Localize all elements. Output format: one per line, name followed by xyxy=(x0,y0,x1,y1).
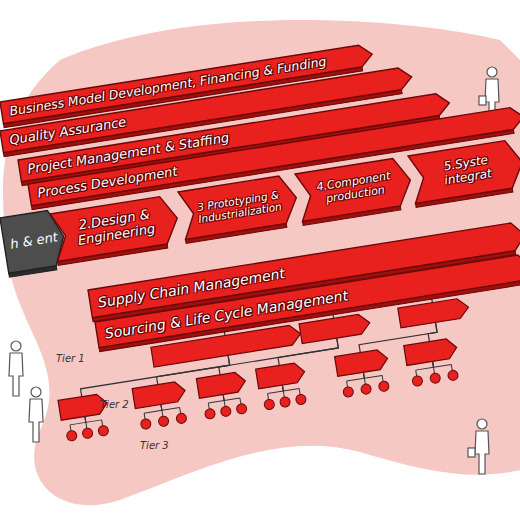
tier-line xyxy=(162,408,180,411)
tier3-circle xyxy=(82,428,93,439)
tier-label: Tier 2 xyxy=(100,399,129,410)
tier3-circle xyxy=(430,372,441,383)
tier-line xyxy=(84,416,86,422)
tier2-box xyxy=(132,381,186,409)
tier-line xyxy=(179,408,181,414)
tier-line xyxy=(224,398,240,401)
shape-face xyxy=(178,174,300,240)
tier-line xyxy=(160,404,162,410)
tier-line xyxy=(283,391,285,397)
tier-line xyxy=(346,381,348,387)
tier-line xyxy=(364,378,366,384)
shape-face xyxy=(295,156,414,221)
person-figure xyxy=(9,341,23,396)
tier3-circle xyxy=(343,386,354,397)
tier-line xyxy=(84,416,86,422)
tier3-circle xyxy=(236,403,247,414)
tier3-circle xyxy=(98,425,109,436)
tier-label: Tier 3 xyxy=(140,440,169,451)
tier-line xyxy=(416,367,434,370)
shape-face xyxy=(408,138,520,203)
tier3-circle xyxy=(66,430,77,441)
tier-line xyxy=(283,389,299,392)
tier-line xyxy=(160,404,162,410)
tier-line xyxy=(239,398,241,404)
tier-line xyxy=(427,322,439,341)
tier-line xyxy=(363,372,365,378)
tier-line xyxy=(382,375,384,381)
shape-face xyxy=(95,253,520,348)
tier3-circle xyxy=(279,396,290,407)
tier-line xyxy=(276,338,339,365)
tier-line xyxy=(432,361,434,367)
tier-line xyxy=(363,372,365,378)
tier-line xyxy=(86,420,102,423)
tier-line xyxy=(223,395,225,401)
tier-line xyxy=(434,364,452,367)
tier3-circle xyxy=(360,383,371,394)
tier-line xyxy=(282,385,284,391)
tier-line xyxy=(223,395,225,401)
tier-line xyxy=(267,394,269,400)
tier3-circle xyxy=(176,413,187,424)
tier3-circle xyxy=(204,408,215,419)
tier-line xyxy=(282,385,284,391)
tier-line xyxy=(101,420,103,426)
tier3-circle xyxy=(264,399,275,410)
tier-line xyxy=(433,367,435,373)
tier-line xyxy=(268,391,284,394)
tier-line xyxy=(432,361,434,367)
tier-line xyxy=(363,372,365,378)
tier-line xyxy=(347,378,365,381)
tier-line xyxy=(415,370,417,376)
tier3-circle xyxy=(447,370,458,381)
tier-line xyxy=(70,425,72,431)
tier2-box xyxy=(256,362,307,389)
tier2-box xyxy=(335,349,389,377)
tier2-box xyxy=(404,338,458,366)
tier2-box xyxy=(196,371,247,398)
tier-line xyxy=(160,404,162,410)
tier-line xyxy=(70,422,86,425)
tier-line xyxy=(223,395,225,401)
tier-line xyxy=(432,361,434,367)
tier3-circle xyxy=(158,415,169,426)
tier3-circle xyxy=(295,394,306,405)
tier-line xyxy=(451,364,453,370)
tier3-circle xyxy=(220,406,231,417)
tier-label: Tier 1 xyxy=(56,353,85,364)
tier-line xyxy=(364,375,382,378)
tier-line xyxy=(208,400,224,403)
tier-line xyxy=(85,422,87,428)
tier-line xyxy=(144,413,146,419)
tier-line xyxy=(224,400,226,406)
person-figure xyxy=(468,419,489,474)
tier3-circle xyxy=(412,375,423,386)
tier-line xyxy=(208,403,210,409)
tier-line xyxy=(161,410,163,416)
tier-line xyxy=(144,410,162,413)
tier-line xyxy=(84,416,86,422)
person-figure xyxy=(29,387,43,442)
tier3-circle xyxy=(378,381,389,392)
tier-line xyxy=(299,389,301,395)
shape-face xyxy=(50,194,181,261)
tier-line xyxy=(282,385,284,391)
tier3-circle xyxy=(140,418,151,429)
